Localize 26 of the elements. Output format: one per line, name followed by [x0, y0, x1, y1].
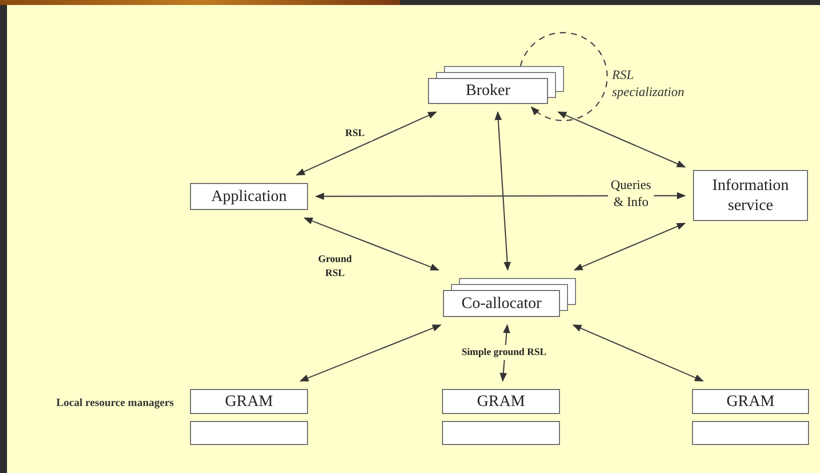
process-box — [442, 389, 560, 414]
box-label: GRAM — [224, 392, 273, 412]
double-arrow — [296, 111, 437, 176]
box-label: Broker — [466, 81, 510, 101]
process-box — [190, 389, 308, 414]
box-label: GRAM — [476, 392, 525, 412]
process-box — [190, 183, 308, 210]
empty-box — [190, 421, 308, 445]
process-box — [692, 389, 809, 414]
side-note: Local resource managers — [55, 396, 175, 411]
double-arrow — [304, 217, 440, 271]
empty-box — [442, 421, 560, 445]
box-label: GRAM — [726, 392, 774, 412]
stacked-process-box — [428, 66, 564, 104]
box-label: Co-allocator — [462, 294, 542, 314]
double-arrow — [574, 222, 686, 271]
dashed-loop-arrow — [520, 32, 608, 122]
box-label: Information service — [711, 176, 790, 216]
box-label: Application — [211, 186, 287, 206]
empty-box — [692, 421, 809, 445]
double-arrow — [300, 324, 442, 382]
stacked-process-box — [443, 278, 576, 317]
double-arrow — [494, 111, 511, 271]
process-box — [693, 170, 808, 221]
double-arrow — [557, 111, 686, 168]
double-arrow — [572, 324, 704, 382]
